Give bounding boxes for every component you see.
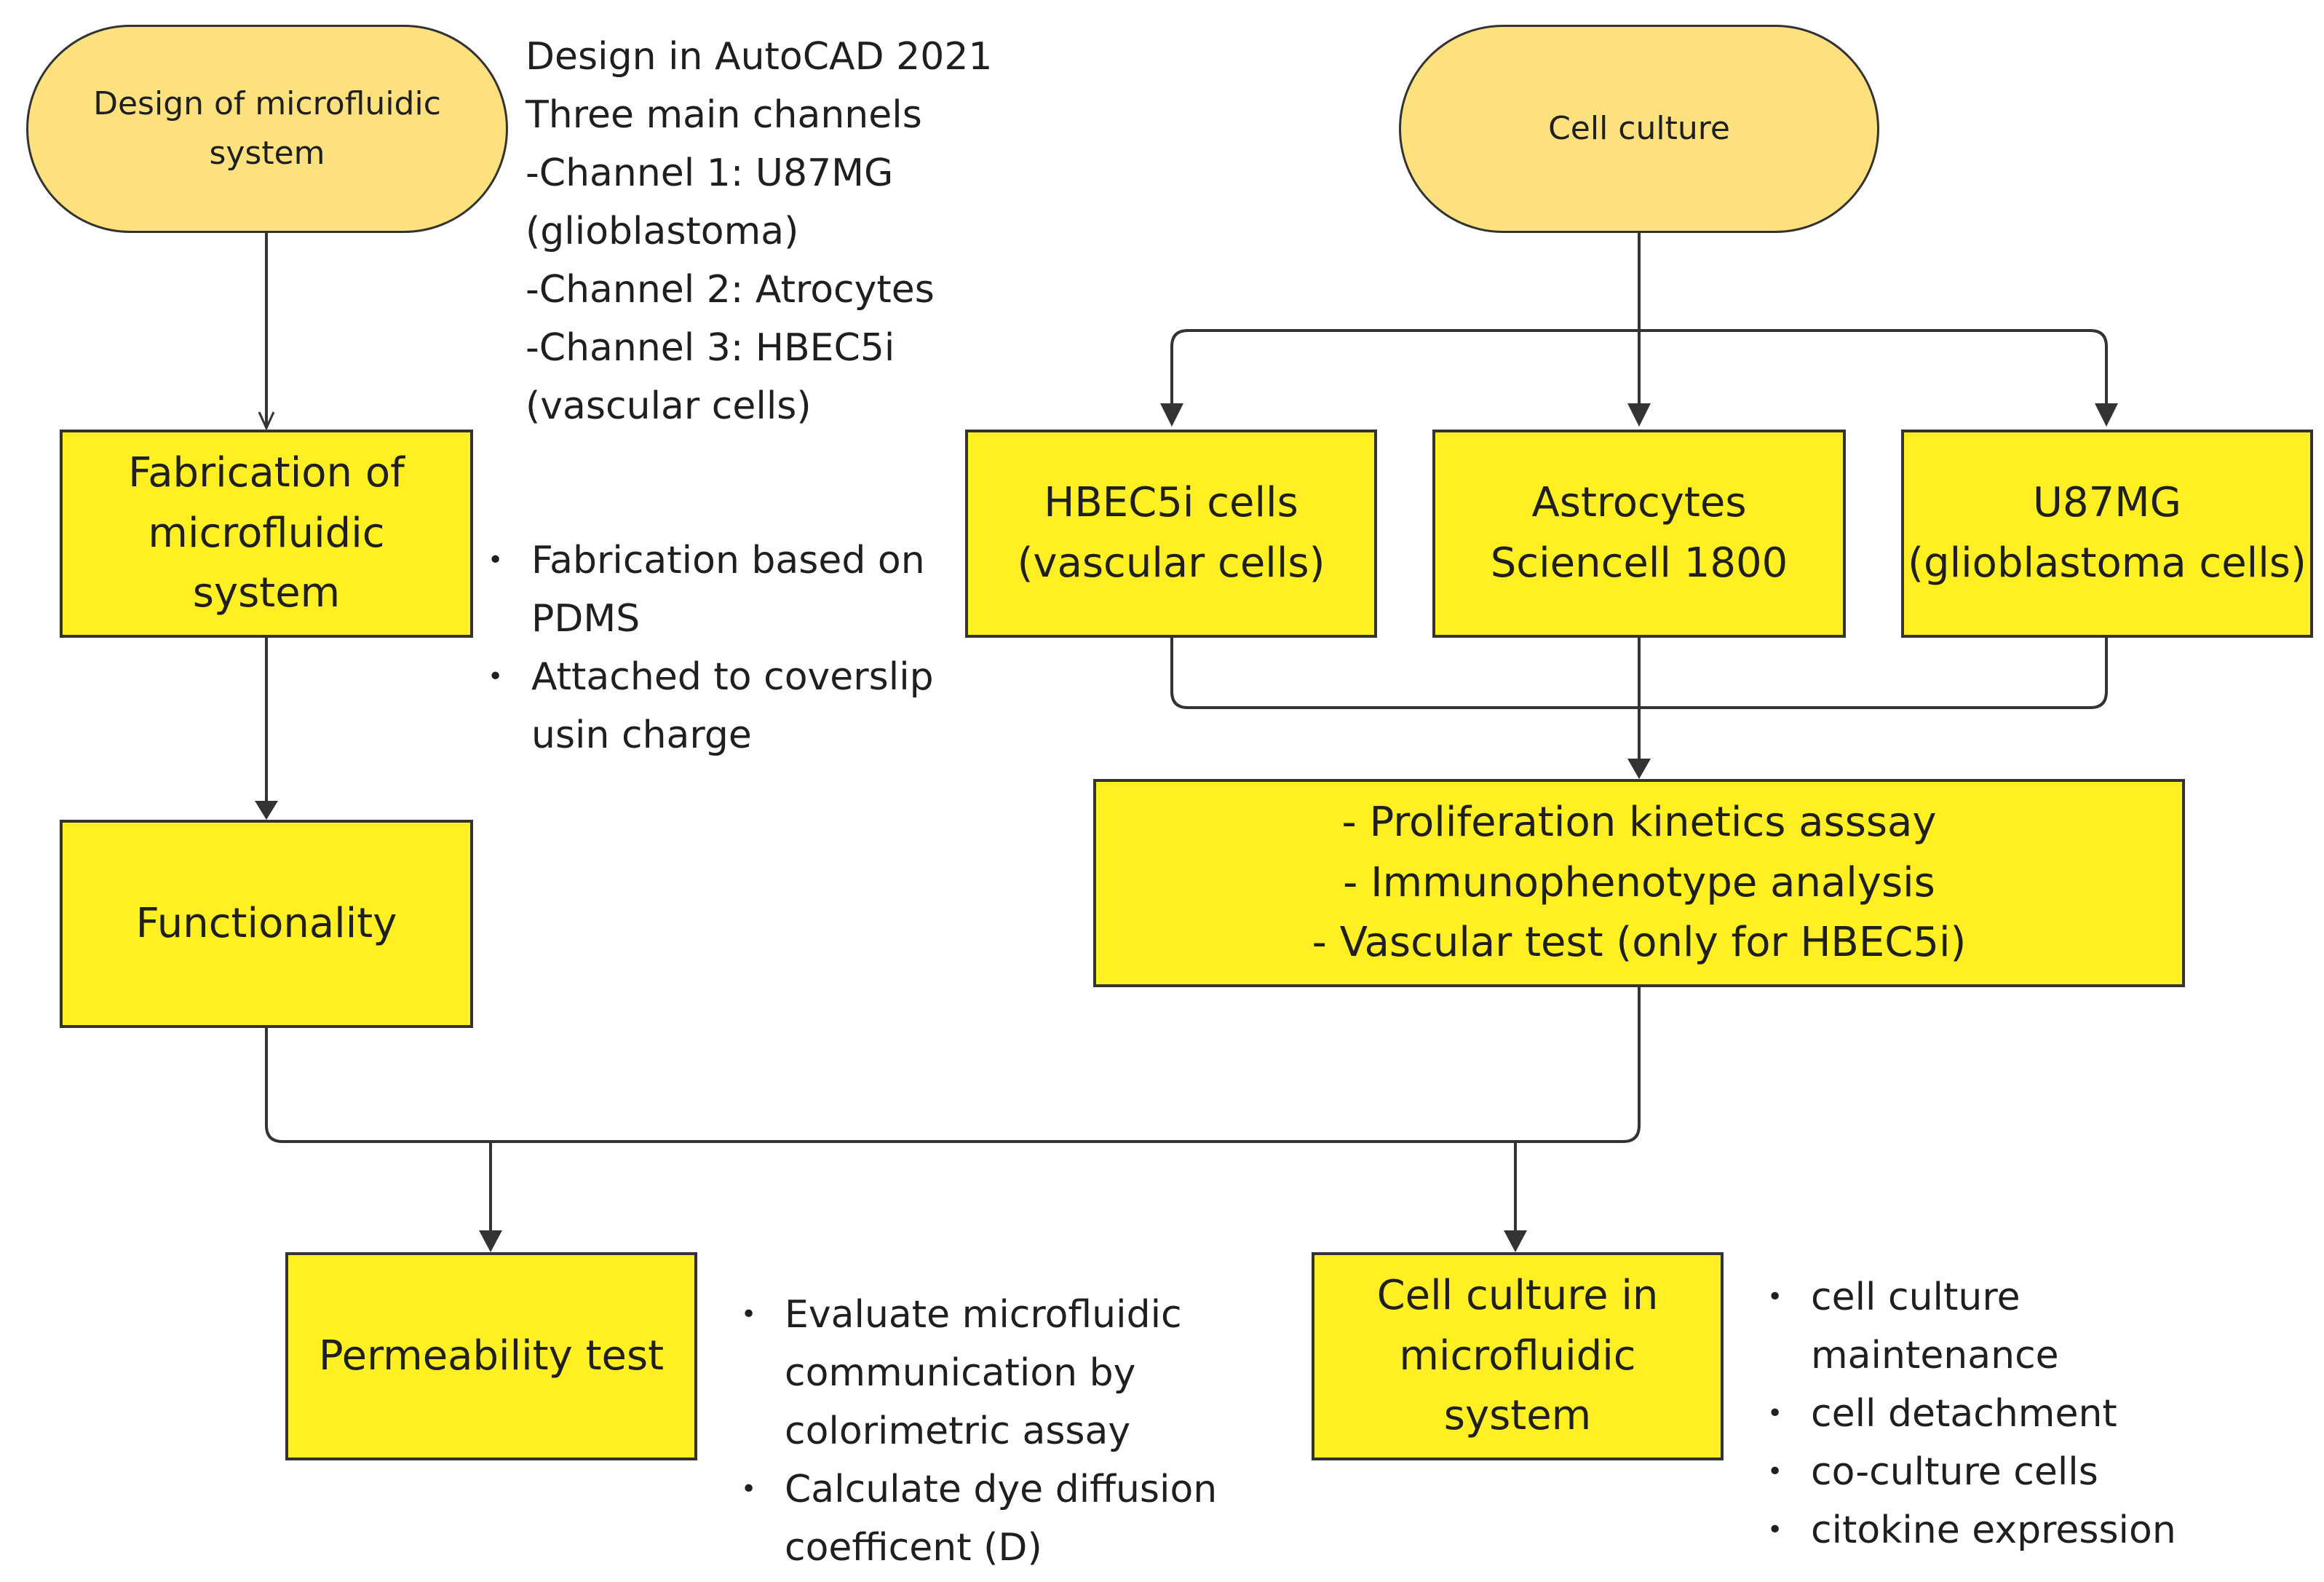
design-terminal-label: Design of microfluidic system [93, 84, 441, 172]
design-note-line: Three main channels [526, 93, 922, 137]
permeability-note-item: Evaluate microfluidic communication by c… [741, 1286, 1217, 1460]
design-note-line: Design in AutoCAD 2021 [526, 35, 993, 79]
functionality-box: Functionality [60, 820, 473, 1028]
assays-box: - Proliferation kinetics asssay - Immuno… [1093, 779, 2185, 987]
design-notes: Design in AutoCAD 2021 Three main channe… [526, 28, 993, 435]
arrowhead [1160, 403, 1183, 427]
fabrication-notes: Fabrication based on PDMS Attached to co… [488, 531, 934, 764]
design-note-line: (glioblastoma) [526, 210, 799, 253]
hbec-box: HBEC5i cells (vascular cells) [965, 430, 1377, 638]
culture-notes: cell culture maintenance cell detachment… [1767, 1268, 2176, 1559]
culture-note-item: co-culture cells [1767, 1443, 2176, 1501]
u87-label: U87MG (glioblastoma cells) [1908, 479, 2307, 587]
arrowhead [1627, 759, 1651, 779]
design-note-line: -Channel 3: HBEC5i [526, 326, 895, 370]
permeability-note-item: Calculate dye diffusion coefficent (D) [741, 1460, 1217, 1577]
cell-culture-micro-label: Cell culture in microfluidic system [1376, 1271, 1659, 1440]
fabrication-note-item: Fabrication based on PDMS [488, 531, 934, 648]
fabrication-label: Fabrication of microfluidic system [128, 448, 405, 617]
astrocytes-label: Astrocytes Sciencell 1800 [1490, 479, 1788, 587]
design-note-line: -Channel 1: U87MG [526, 151, 894, 195]
fabrication-note-item: Attached to coverslip usin charge [488, 648, 934, 764]
arrowhead [255, 801, 278, 820]
design-terminal: Design of microfluidic system [26, 25, 508, 233]
fabrication-box: Fabrication of microfluidic system [60, 430, 473, 638]
astrocytes-box: Astrocytes Sciencell 1800 [1432, 430, 1846, 638]
u87-box: U87MG (glioblastoma cells) [1901, 430, 2313, 638]
cell-culture-terminal-label: Cell culture [1548, 109, 1730, 147]
connector-bottom-merge [265, 987, 1641, 1143]
permeability-label: Permeability test [318, 1332, 665, 1380]
design-note-line: -Channel 2: Atrocytes [526, 268, 935, 312]
permeability-notes: Evaluate microfluidic communication by c… [741, 1286, 1217, 1577]
culture-note-item: citokine expression [1767, 1501, 2176, 1559]
permeability-box: Permeability test [285, 1252, 697, 1460]
arrowhead [1627, 403, 1651, 427]
design-note-line: (vascular cells) [526, 384, 812, 428]
assays-label: - Proliferation kinetics asssay - Immuno… [1312, 798, 1967, 967]
arrowhead [1504, 1230, 1527, 1252]
cell-culture-micro-box: Cell culture in microfluidic system [1312, 1252, 1724, 1460]
culture-note-item: cell detachment [1767, 1385, 2176, 1443]
arrowhead [479, 1230, 502, 1252]
cell-culture-terminal: Cell culture [1399, 25, 1879, 233]
culture-note-item: cell culture maintenance [1767, 1268, 2176, 1385]
hbec-label: HBEC5i cells (vascular cells) [1017, 479, 1325, 587]
functionality-label: Functionality [135, 899, 397, 947]
arrowhead [2095, 403, 2118, 427]
